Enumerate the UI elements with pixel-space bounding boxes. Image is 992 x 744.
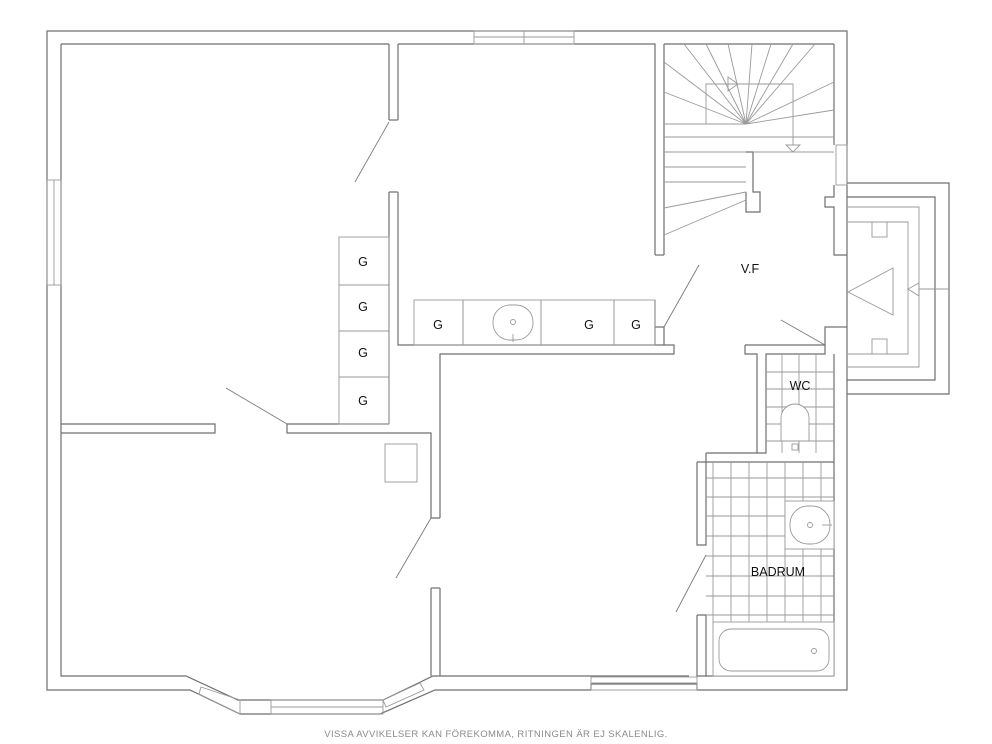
closet-label: G [358,300,368,314]
toilet-icon [780,403,810,451]
disclaimer-text: VISSA AVVIKELSER KAN FÖREKOMMA, RITNINGE… [324,729,668,740]
room-label-hall: V.F [741,262,760,276]
closet-label: G [433,318,443,332]
sink-icon [784,500,835,550]
room-label-wc: WC [790,379,811,393]
closets-horizontal [413,299,656,346]
bathroom-tiles [706,462,834,622]
closet-label: G [584,318,594,332]
outer-walls [46,30,848,715]
staircase [663,43,835,236]
closet-label: G [358,394,368,408]
entrance-porch [847,182,950,395]
interior-walls [61,151,847,677]
closets-vertical [338,236,390,425]
closet-label: G [631,318,641,332]
bathtub-icon [712,621,835,677]
closet-label: G [358,346,368,360]
door-swings [225,121,826,613]
closet-label: G [358,255,368,269]
chimney [384,443,418,483]
room-label-bathroom: BADRUM [751,565,805,579]
windows [46,30,848,715]
